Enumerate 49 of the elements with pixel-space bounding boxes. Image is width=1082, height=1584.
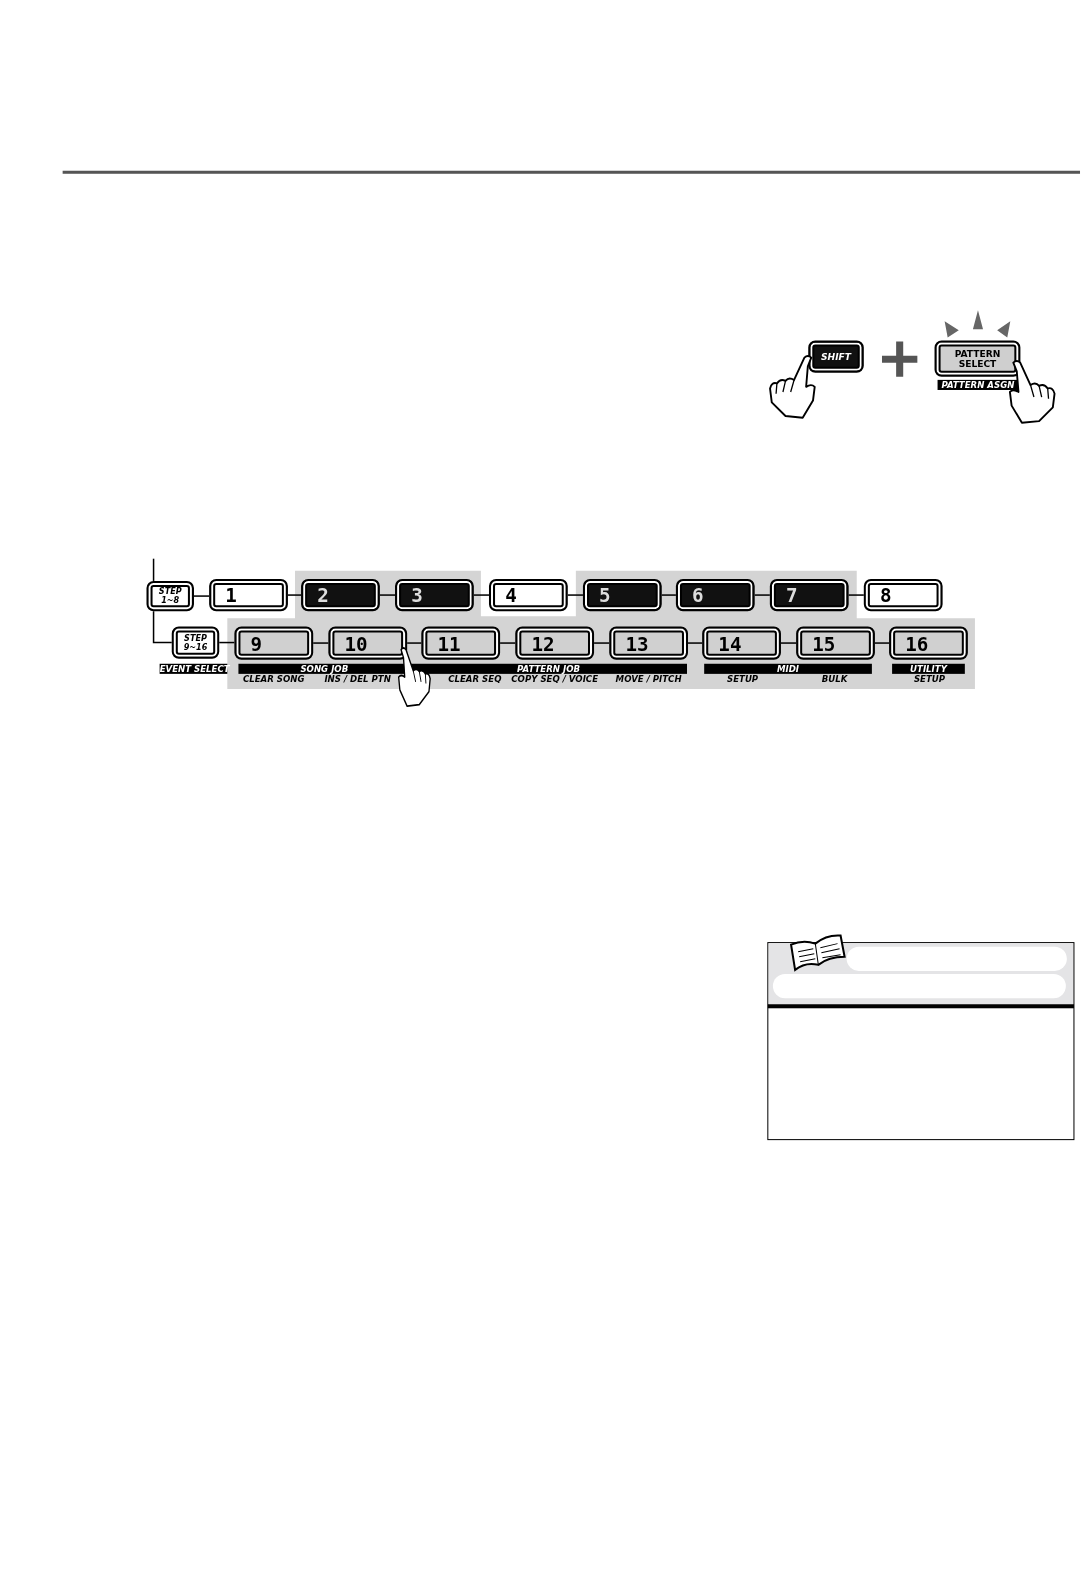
connector-line xyxy=(152,610,173,644)
lit-step-button: 2 xyxy=(301,578,380,612)
connector-line xyxy=(874,642,890,644)
connector-line xyxy=(312,642,330,644)
section-label: PATTERN ASGN xyxy=(937,379,1019,390)
section-label: UTILITY xyxy=(892,663,965,674)
lit-step-button: 7 xyxy=(769,578,849,612)
lit-step-button: 6 xyxy=(675,578,755,612)
connector-line xyxy=(287,594,302,596)
connector-line xyxy=(753,594,771,596)
shift-button: SHIFT xyxy=(808,340,864,373)
step-button: 13 xyxy=(609,626,688,660)
step-button: 12 xyxy=(515,626,595,660)
connector-line xyxy=(193,595,210,597)
step-button: 10 xyxy=(328,626,408,660)
lit-step-button: 3 xyxy=(395,578,474,612)
lit-step-button: 5 xyxy=(582,578,662,612)
connector-line xyxy=(593,642,610,644)
pattern-select-button: PATTERN SELECT xyxy=(934,340,1021,377)
section-label: MIDI xyxy=(704,663,872,674)
connector-line xyxy=(780,642,797,644)
step-button: 15 xyxy=(796,626,875,660)
function-label: BULK xyxy=(820,673,849,684)
section-label: PATTERN JOB xyxy=(410,663,687,674)
function-label: SETUP xyxy=(725,673,760,684)
function-label: CLEAR SONG xyxy=(242,673,306,684)
connector-line xyxy=(152,557,155,582)
connector-line xyxy=(567,594,584,596)
step-button: STEP 9~16 xyxy=(171,626,220,659)
function-label: SETUP xyxy=(912,673,947,684)
function-label: INS / DEL PTN xyxy=(323,673,392,684)
connector-line xyxy=(499,642,516,644)
function-label: MOVE / PITCH xyxy=(614,673,683,684)
step-button: 16 xyxy=(889,626,968,660)
step-button: 1 xyxy=(209,578,288,612)
connector-line xyxy=(687,642,703,644)
step-button: 14 xyxy=(702,626,781,660)
step-button: 4 xyxy=(489,578,568,612)
connector-line xyxy=(473,594,490,596)
connector-line xyxy=(406,642,423,644)
function-label: COPY SEQ / VOICE xyxy=(510,673,599,684)
connector-line xyxy=(847,594,865,596)
connector-line xyxy=(379,594,396,596)
step-button: 11 xyxy=(421,626,501,660)
step-button: 8 xyxy=(863,578,943,612)
step-button: STEP 1~8 xyxy=(146,580,194,612)
function-label: CLEAR SEQ xyxy=(447,673,503,684)
connector-line xyxy=(661,594,677,596)
step-button: 9 xyxy=(234,626,314,660)
